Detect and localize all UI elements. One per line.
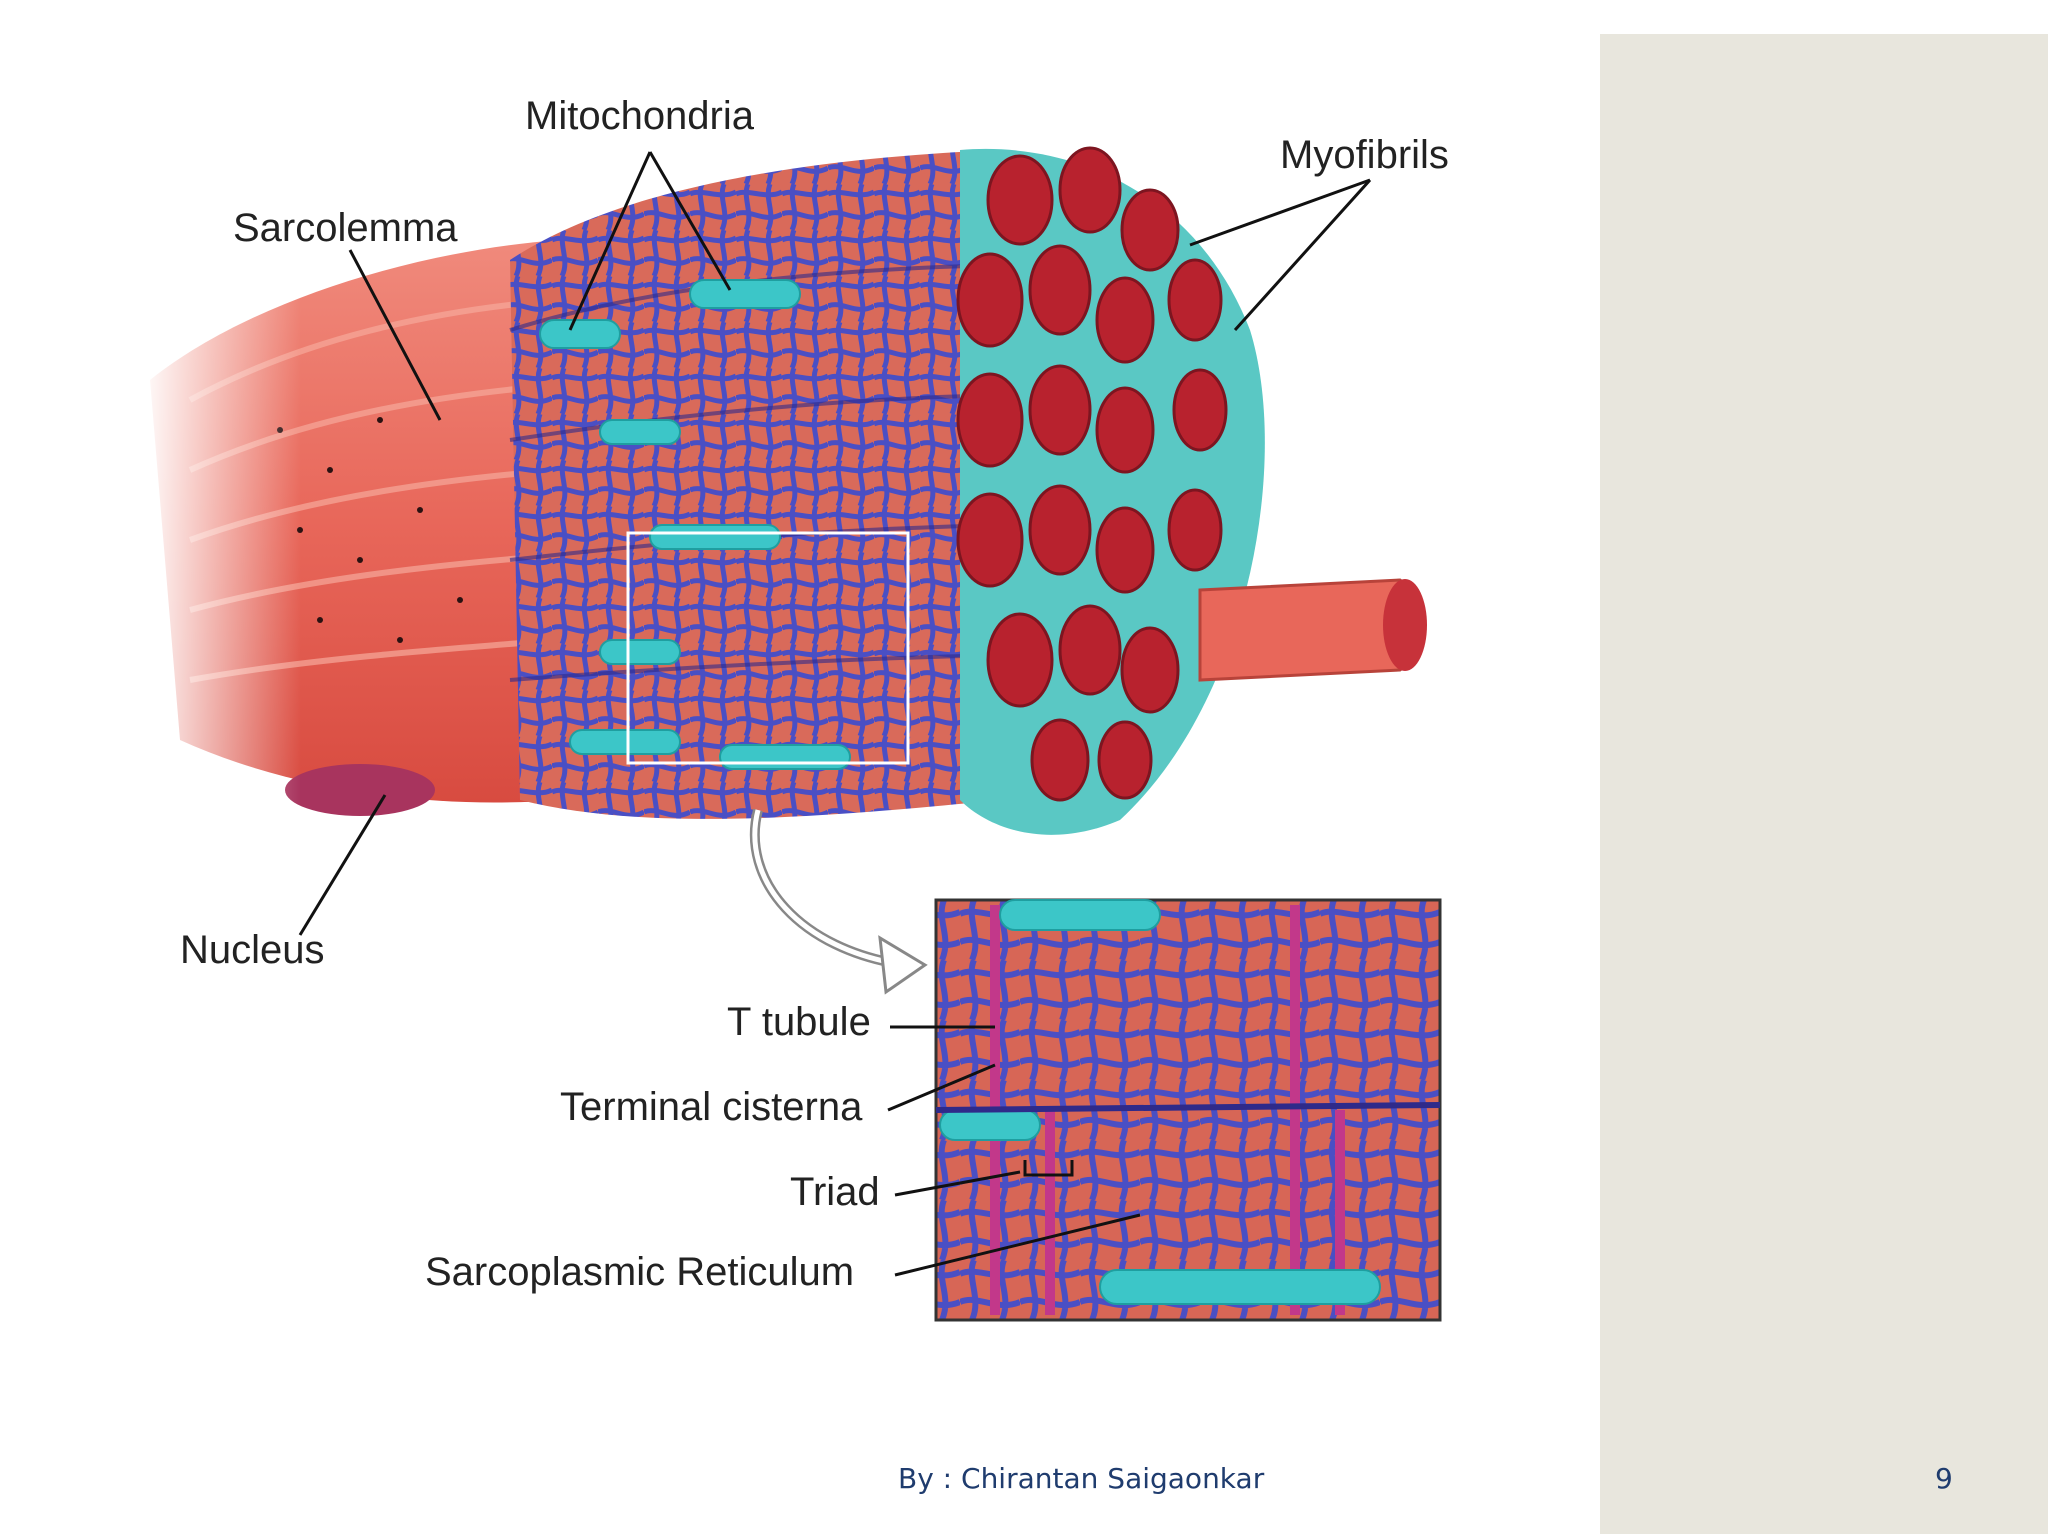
page-number: 9 xyxy=(1935,1462,1953,1495)
inset-mitochondria xyxy=(939,899,1381,1305)
reticulum-bundle xyxy=(510,150,1000,819)
label-myofibrils: Myofibrils xyxy=(1280,133,1449,177)
side-panel xyxy=(1600,34,2048,1534)
label-t-tubule: T tubule xyxy=(727,1000,871,1044)
highlight-box xyxy=(626,531,910,765)
footer-author: By : Chirantan Saigaonkar xyxy=(898,1462,1265,1495)
label-nucleus: Nucleus xyxy=(180,928,325,972)
leader-lines xyxy=(298,151,1372,1277)
label-terminal-cisterna: Terminal cisterna xyxy=(560,1085,863,1129)
label-sarcoplasmic-reticulum: Sarcoplasmic Reticulum xyxy=(425,1250,855,1294)
muscle-fiber-diagram xyxy=(140,146,1442,1322)
label-sarcolemma: Sarcolemma xyxy=(233,206,458,250)
myofibril-cross-sections xyxy=(956,146,1228,802)
label-triad: Triad xyxy=(790,1170,880,1214)
label-mitochondria: Mitochondria xyxy=(525,94,755,138)
mitochondria-shapes xyxy=(539,279,851,770)
